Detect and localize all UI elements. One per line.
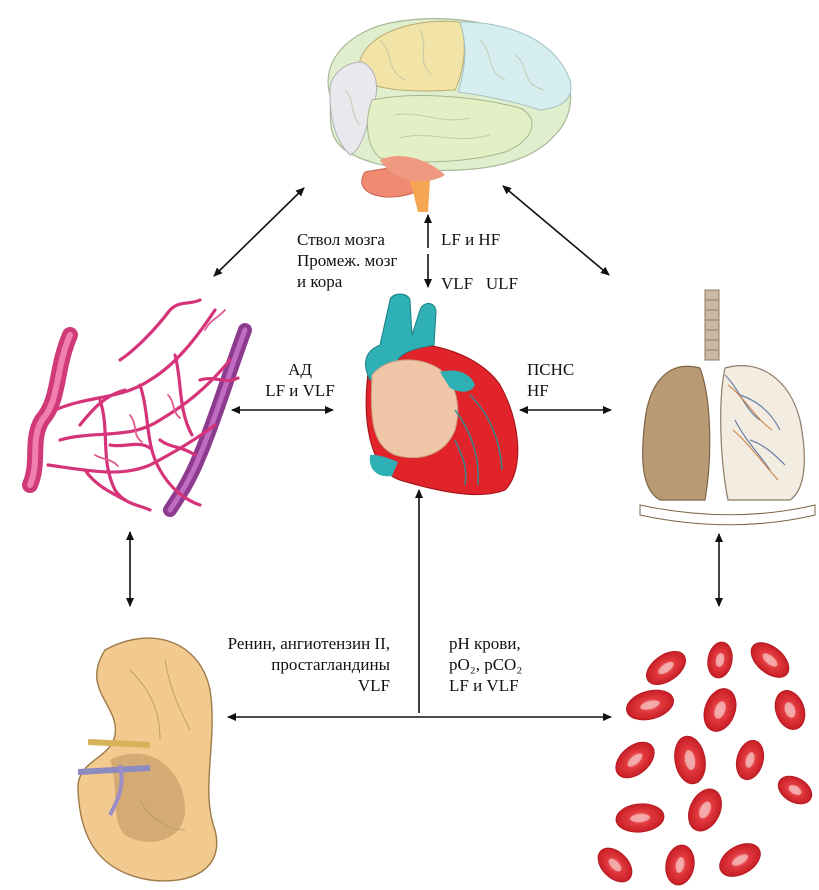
label-gases: pO₂, pCO₂ bbox=[449, 654, 522, 675]
label-hf-psns: HF bbox=[527, 380, 574, 401]
arrow-brain-lungs bbox=[503, 186, 609, 275]
label-prostaglandins: простагландины bbox=[170, 654, 390, 675]
label-vlf-ulf: VLF ULF bbox=[441, 273, 518, 294]
label-ph: pH крови, bbox=[449, 633, 522, 654]
label-bp: АД bbox=[257, 359, 343, 380]
label-heart-lungs: ПСНС HF bbox=[527, 359, 574, 401]
brain-illustration bbox=[328, 19, 571, 212]
label-vlf-kidney: VLF bbox=[170, 675, 390, 696]
label-vessels-heart: АД LF и VLF bbox=[257, 359, 343, 401]
label-renin: Ренин, ангиотензин II, bbox=[170, 633, 390, 654]
label-diencephalon: Промеж. мозг bbox=[297, 250, 397, 271]
label-lf-vlf-bp: LF и VLF bbox=[257, 380, 343, 401]
label-kidney-factors: Ренин, ангиотензин II, простагландины VL… bbox=[170, 633, 390, 696]
label-lf-vlf-blood: LF и VLF bbox=[449, 675, 522, 696]
label-brain-regions: Ствол мозга Промеж. мозг и кора bbox=[297, 229, 397, 292]
label-psns: ПСНС bbox=[527, 359, 574, 380]
label-brain-stem: Ствол мозга bbox=[297, 229, 397, 250]
lungs-illustration bbox=[640, 290, 815, 525]
label-lf-hf: LF и HF bbox=[441, 229, 500, 250]
heart-illustration bbox=[365, 294, 517, 495]
blood-cells-illustration bbox=[592, 636, 817, 888]
vessels-illustration bbox=[30, 300, 245, 510]
label-cortex: и кора bbox=[297, 271, 397, 292]
arrow-brain-vessels bbox=[214, 188, 304, 276]
label-blood-factors: pH крови, pO₂, pCO₂ LF и VLF bbox=[449, 633, 522, 696]
